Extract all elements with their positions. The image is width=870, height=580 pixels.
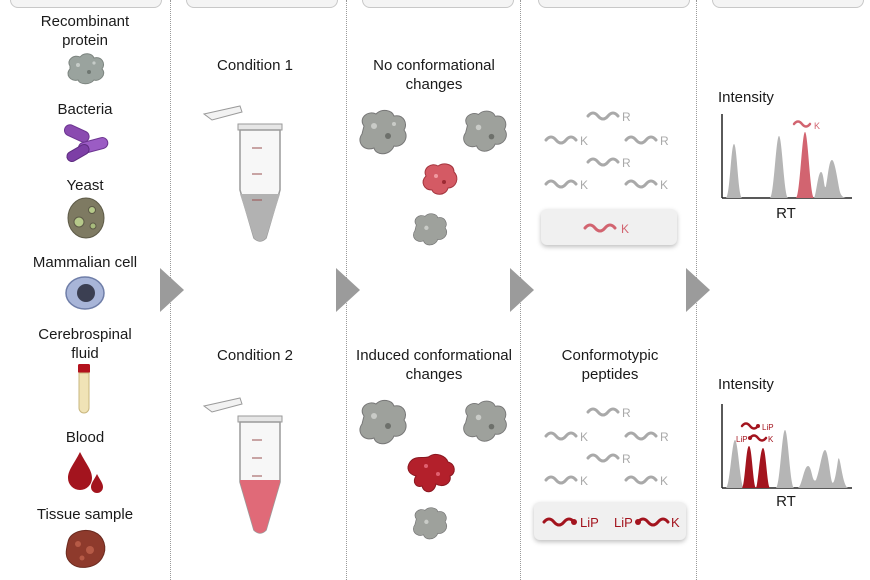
peptide-label-r: R bbox=[622, 406, 631, 420]
sample-label-tissue: Tissue sample bbox=[36, 506, 134, 523]
tube-condition-1-icon bbox=[202, 105, 283, 242]
chromatogram-top: K bbox=[721, 114, 852, 199]
peptide-label-k: K bbox=[621, 222, 629, 236]
header-tab-1 bbox=[10, 0, 162, 8]
peptide-label-k: K bbox=[580, 134, 588, 148]
sample-label-mammalian-cell: Mammalian cell bbox=[32, 254, 138, 271]
chromatogram-bottom-ylabel: Intensity bbox=[718, 376, 774, 393]
header-tab-4 bbox=[538, 0, 690, 8]
highlight-peptide-box-top: K bbox=[541, 209, 677, 245]
peak-label-k: K bbox=[768, 435, 774, 444]
protein-red-icon bbox=[422, 163, 458, 195]
bacteria-icon bbox=[63, 124, 109, 162]
chromatogram-top-ylabel: Intensity bbox=[718, 89, 774, 106]
protein-gray-icon-6 bbox=[413, 507, 447, 540]
protein-blob-icon bbox=[67, 53, 105, 85]
peptide-label-lip: LiP bbox=[580, 515, 599, 530]
mammalian-cell-icon bbox=[65, 276, 105, 310]
peptide-label-k: K bbox=[671, 515, 680, 530]
protein-red-unfolded-icon bbox=[407, 453, 455, 493]
peptide-label-r: R bbox=[622, 110, 631, 124]
peptide-label-k: K bbox=[580, 178, 588, 192]
peak-label-lip: LiP bbox=[736, 435, 748, 444]
blood-drops-icon bbox=[68, 452, 103, 493]
condition-1-label: Condition 1 bbox=[217, 57, 293, 74]
lip-peptides-icon: LiP LiP K bbox=[542, 515, 680, 530]
flow-arrow-4 bbox=[686, 268, 710, 312]
peptide-label-r: R bbox=[660, 134, 669, 148]
flow-arrow-3 bbox=[510, 268, 534, 312]
peptide-group-top: R K R R K K bbox=[544, 110, 669, 192]
chromatogram-bottom-xlabel: RT bbox=[776, 493, 796, 510]
sample-label-bacteria: Bacteria bbox=[57, 101, 113, 118]
flow-arrow-2 bbox=[336, 268, 360, 312]
header-tab-2 bbox=[186, 0, 338, 8]
protein-gray-icon-5 bbox=[463, 400, 507, 442]
peptide-label-r: R bbox=[622, 156, 631, 170]
peptide-label-k: K bbox=[580, 430, 588, 444]
sample-label-yeast: Yeast bbox=[66, 177, 104, 194]
lip-peptide-box: LiP LiP K bbox=[534, 502, 686, 540]
tissue-icon bbox=[65, 529, 106, 568]
sample-label-blood: Blood bbox=[65, 429, 105, 446]
header-tab-5 bbox=[712, 0, 864, 8]
peptide-label-lip: LiP bbox=[614, 515, 633, 530]
peptide-label-r: R bbox=[622, 452, 631, 466]
protein-gray-icon-1 bbox=[359, 109, 407, 155]
peptide-label-k: K bbox=[580, 474, 588, 488]
tube-condition-2-icon bbox=[202, 397, 283, 534]
protein-gray-icon-3 bbox=[413, 213, 447, 246]
protein-gray-icon-2 bbox=[463, 110, 507, 152]
flow-arrow-1 bbox=[160, 268, 184, 312]
csf-tube-icon bbox=[78, 364, 90, 414]
protein-gray-icon-4 bbox=[359, 399, 407, 445]
chromatogram-top-xlabel: RT bbox=[776, 205, 796, 222]
peptide-label-k: K bbox=[660, 474, 668, 488]
peptide-label-k: K bbox=[660, 178, 668, 192]
red-peptide-k-icon: K bbox=[583, 222, 629, 236]
peak-label-lip: LiP bbox=[762, 423, 774, 432]
condition-2-label: Condition 2 bbox=[217, 347, 293, 364]
peptide-label-r: R bbox=[660, 430, 669, 444]
yeast-icon bbox=[67, 197, 105, 239]
header-tab-3 bbox=[362, 0, 514, 8]
peak-label-k: K bbox=[814, 121, 820, 131]
chromatogram-bottom: LiP LiP K bbox=[721, 404, 852, 489]
peptide-group-bottom: R K R R K K bbox=[544, 406, 669, 488]
